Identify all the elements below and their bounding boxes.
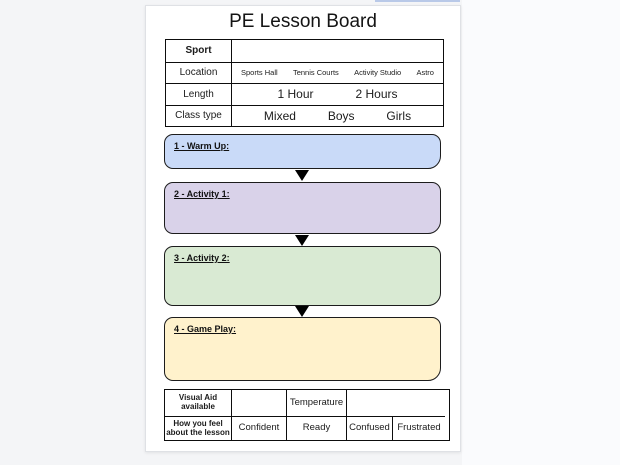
length-options: 1 Hour 2 Hours bbox=[232, 84, 443, 105]
table-row-length: Length 1 Hour 2 Hours bbox=[166, 83, 443, 105]
feedback-table: Visual Aid available Temperature How you… bbox=[164, 389, 450, 441]
option-tennis-courts[interactable]: Tennis Courts bbox=[292, 68, 339, 78]
lesson-board-card: PE Lesson Board Sport Location Sports Ha… bbox=[145, 5, 461, 452]
length-row-label: Length bbox=[166, 84, 232, 105]
top-edge-artifact bbox=[375, 0, 460, 2]
activity-1-box[interactable]: 2 - Activity 1: bbox=[164, 182, 441, 234]
option-mixed[interactable]: Mixed bbox=[263, 108, 296, 123]
location-row-label: Location bbox=[166, 62, 232, 83]
info-table: Sport Location Sports Hall Tennis Courts… bbox=[165, 39, 444, 127]
option-girls[interactable]: Girls bbox=[386, 108, 412, 123]
down-arrow-icon bbox=[295, 306, 309, 317]
option-activity-studio[interactable]: Activity Studio bbox=[354, 68, 402, 78]
class-type-row-label: Class type bbox=[166, 105, 232, 126]
game-play-label: 4 - Game Play: bbox=[174, 324, 237, 334]
feelings-label: How you feel about the lesson bbox=[165, 416, 231, 440]
table-row-class-type: Class type Mixed Boys Girls bbox=[166, 104, 443, 127]
warm-up-box[interactable]: 1 - Warm Up: bbox=[164, 134, 441, 169]
background-right-panel bbox=[462, 0, 620, 465]
visual-aid-answer-cell[interactable] bbox=[231, 390, 286, 416]
activity-2-box[interactable]: 3 - Activity 2: bbox=[164, 246, 441, 306]
option-astro[interactable]: Astro bbox=[416, 68, 434, 78]
table-row-sport: Sport bbox=[166, 40, 443, 62]
location-options: Sports Hall Tennis Courts Activity Studi… bbox=[232, 63, 443, 84]
option-2-hours[interactable]: 2 Hours bbox=[355, 87, 398, 102]
option-sports-hall[interactable]: Sports Hall bbox=[241, 68, 278, 78]
warm-up-label: 1 - Warm Up: bbox=[174, 141, 230, 151]
option-confident[interactable]: Confident bbox=[231, 416, 286, 440]
option-boys[interactable]: Boys bbox=[327, 108, 355, 123]
page-title: PE Lesson Board bbox=[229, 11, 377, 32]
temperature-label: Temperature bbox=[286, 390, 346, 416]
option-frustrated[interactable]: Frustrated bbox=[392, 416, 445, 440]
visual-aid-label: Visual Aid available bbox=[178, 393, 218, 411]
option-confused[interactable]: Confused bbox=[346, 416, 392, 440]
down-arrow-icon bbox=[295, 235, 309, 246]
option-1-hour[interactable]: 1 Hour bbox=[277, 87, 314, 102]
option-ready[interactable]: Ready bbox=[286, 416, 346, 440]
sport-row-label: Sport bbox=[166, 40, 232, 62]
class-type-options: Mixed Boys Girls bbox=[232, 106, 443, 127]
temperature-answer-cell[interactable] bbox=[346, 390, 445, 416]
activity-2-label: 3 - Activity 2: bbox=[174, 253, 230, 263]
activity-1-label: 2 - Activity 1: bbox=[174, 189, 230, 199]
game-play-box[interactable]: 4 - Game Play: bbox=[164, 317, 441, 381]
down-arrow-icon bbox=[295, 170, 309, 181]
table-row-location: Location Sports Hall Tennis Courts Activ… bbox=[166, 61, 443, 84]
sport-value-cell[interactable] bbox=[232, 40, 443, 62]
